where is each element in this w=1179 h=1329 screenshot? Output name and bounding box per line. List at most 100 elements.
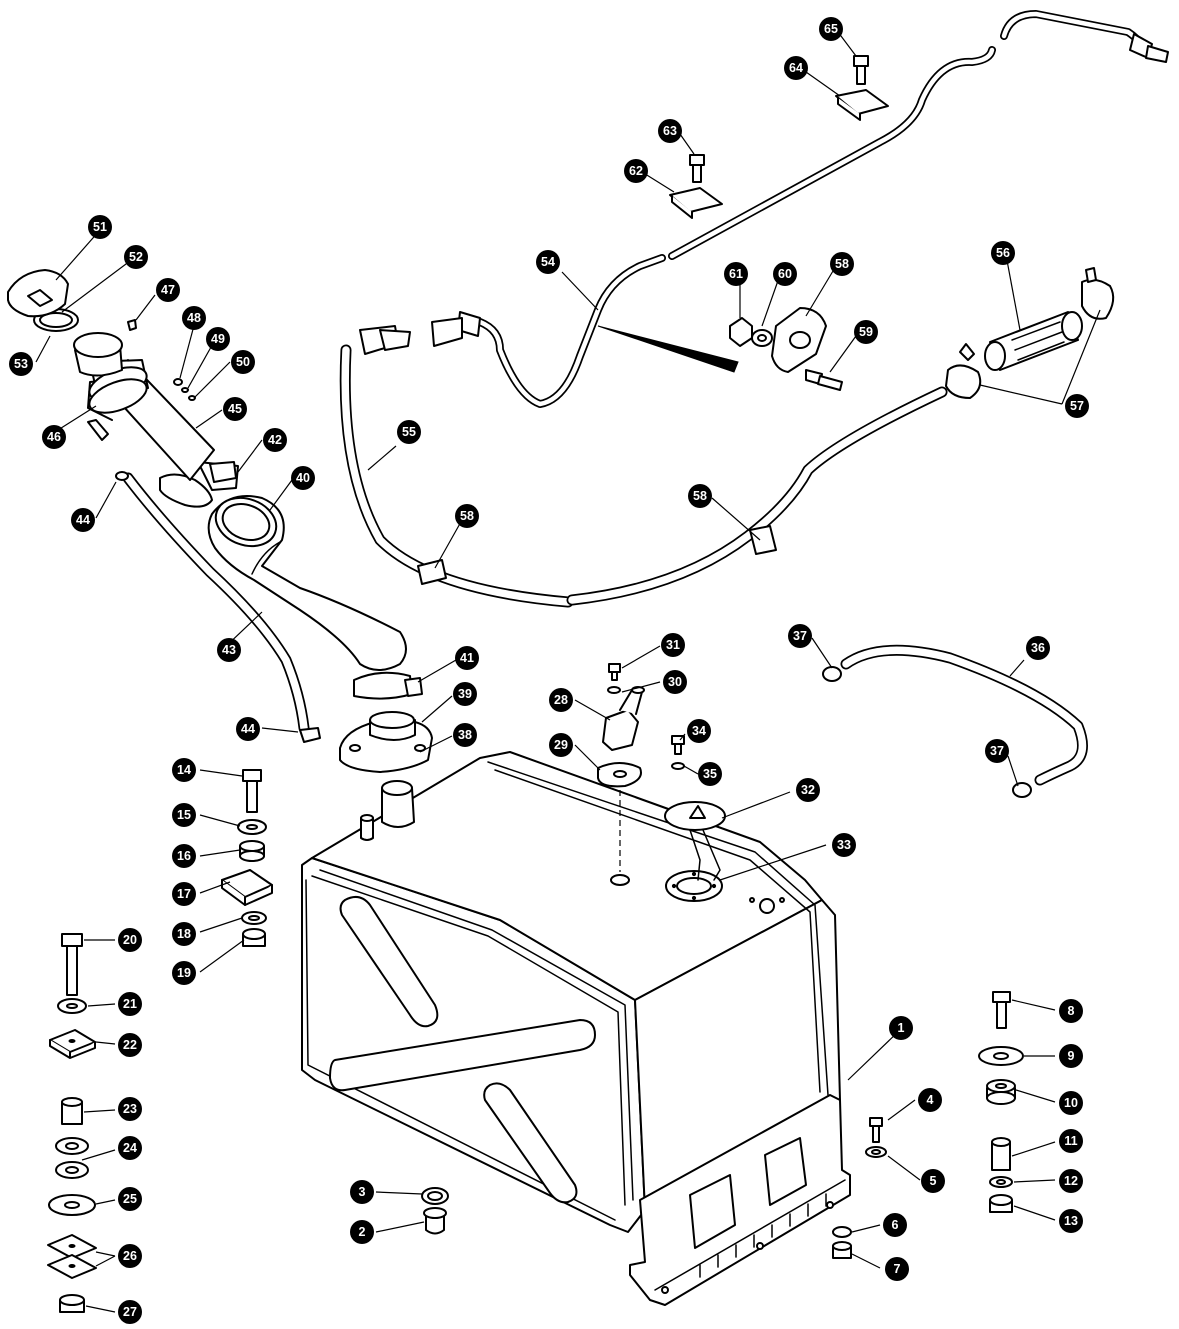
svg-text:27: 27 [123,1305,137,1319]
callout-47: 47 [156,278,180,302]
svg-text:44: 44 [76,513,90,527]
svg-text:5: 5 [930,1174,937,1188]
callout-64: 64 [784,56,808,80]
callout-53: 53 [9,352,33,376]
svg-text:14: 14 [177,763,191,777]
callout-58c: 58 [830,252,854,276]
fuel-hose [339,344,948,608]
svg-text:20: 20 [123,933,137,947]
svg-text:62: 62 [629,164,643,178]
svg-text:18: 18 [177,927,191,941]
callout-29: 29 [549,733,573,757]
tank-mount-fasteners-right [832,1117,887,1259]
callout-23: 23 [118,1097,142,1121]
callout-14: 14 [172,758,196,782]
svg-text:40: 40 [296,471,310,485]
filler-neck-assembly [207,495,433,773]
callout-20: 20 [118,928,142,952]
svg-text:10: 10 [1064,1096,1078,1110]
callout-37b: 37 [985,739,1009,763]
callout-58a: 58 [455,504,479,528]
sender-unit [597,663,726,881]
callout-13: 13 [1059,1209,1083,1233]
callout-39: 39 [453,682,477,706]
callout-34: 34 [687,719,711,743]
right-mount-stack [978,991,1024,1213]
svg-text:11: 11 [1064,1134,1077,1148]
svg-text:48: 48 [187,311,201,325]
svg-text:43: 43 [222,643,236,657]
drain-plug [421,1187,449,1235]
svg-text:28: 28 [554,693,568,707]
callout-45: 45 [223,397,247,421]
breather-hose [115,471,321,743]
svg-text:65: 65 [824,22,838,36]
svg-text:8: 8 [1068,1004,1075,1018]
callout-58b: 58 [688,484,712,508]
callout-51: 51 [88,215,112,239]
callout-10: 10 [1059,1091,1083,1115]
svg-text:4: 4 [927,1093,934,1107]
svg-text:17: 17 [177,887,191,901]
svg-text:15: 15 [177,808,191,822]
callout-7: 7 [885,1257,909,1281]
svg-text:53: 53 [14,357,28,371]
svg-text:47: 47 [161,283,175,297]
svg-text:37: 37 [793,629,807,643]
callout-62: 62 [624,159,648,183]
svg-text:49: 49 [211,332,225,346]
callout-44a: 44 [71,508,95,532]
callout-21: 21 [118,992,142,1016]
svg-text:37: 37 [990,744,1004,758]
callout-41: 41 [455,646,479,670]
callout-11: 11 [1059,1129,1083,1153]
svg-text:36: 36 [1031,641,1045,655]
svg-text:35: 35 [703,767,717,781]
svg-text:32: 32 [801,783,815,797]
callout-17: 17 [172,882,196,906]
callout-3: 3 [350,1180,374,1204]
svg-text:34: 34 [692,724,706,738]
callout-65: 65 [819,17,843,41]
fuel-pipe [359,10,1169,408]
callout-37a: 37 [788,624,812,648]
svg-text:58: 58 [693,489,707,503]
svg-text:51: 51 [93,220,107,234]
svg-text:33: 33 [837,838,851,852]
callout-46: 46 [42,425,66,449]
callout-44b: 44 [236,717,260,741]
svg-text:39: 39 [458,687,472,701]
callout-27: 27 [118,1300,142,1324]
callout-43: 43 [217,638,241,662]
svg-text:22: 22 [123,1038,137,1052]
svg-text:12: 12 [1064,1174,1078,1188]
callout-22: 22 [118,1033,142,1057]
svg-text:57: 57 [1070,399,1084,413]
callout-50: 50 [231,350,255,374]
svg-text:7: 7 [894,1262,901,1276]
svg-text:64: 64 [789,61,803,75]
filler-cap-assembly [7,269,239,508]
svg-text:46: 46 [47,430,61,444]
svg-text:60: 60 [778,267,792,281]
callout-26: 26 [118,1244,142,1268]
callout-48: 48 [182,306,206,330]
callout-38: 38 [453,723,477,747]
callout-59: 59 [854,320,878,344]
callout-42: 42 [263,428,287,452]
svg-text:30: 30 [668,675,682,689]
callout-54: 54 [536,250,560,274]
svg-text:25: 25 [123,1192,137,1206]
svg-text:1: 1 [898,1021,905,1035]
callout-57: 57 [1065,394,1089,418]
callout-6: 6 [883,1213,907,1237]
callout-1: 1 [889,1016,913,1040]
svg-text:21: 21 [123,997,137,1011]
svg-text:59: 59 [859,325,873,339]
svg-text:29: 29 [554,738,568,752]
callouts: 1 2 3 4 5 6 7 8 9 10 11 12 13 14 15 16 1… [9,17,1089,1324]
callout-9: 9 [1059,1044,1083,1068]
pipe-clips [669,55,889,219]
callout-31: 31 [661,633,685,657]
